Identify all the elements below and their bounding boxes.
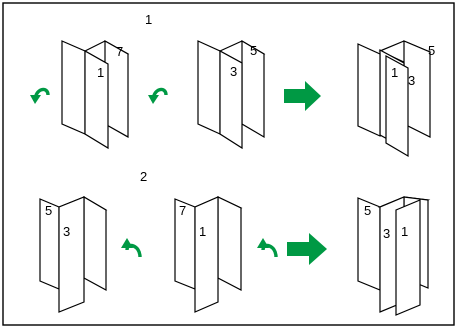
page-number: 5 [364,203,371,218]
booklet-row2-result: 5 3 1 [357,196,431,316]
rotate-arrow-icon [148,87,168,104]
right-arrow-icon [287,233,327,265]
page-number: 5 [428,43,435,58]
page-number: 3 [383,226,390,241]
booklet-row1-a: 7 1 [61,39,130,150]
frame-border [2,2,455,326]
page-number: 5 [250,43,257,58]
page-number: 3 [408,73,415,88]
page-number: 1 [401,224,408,239]
page-number: 1 [199,224,206,239]
right-arrow-icon [284,81,321,111]
booklet-row1-result: 5 1 3 [357,40,435,158]
booklet-row2-a: 5 3 [39,195,108,313]
page-number: 7 [179,203,186,218]
page-number: 3 [230,64,237,79]
page-number: 7 [116,44,123,59]
rotate-back-arrow-icon [257,238,278,258]
step-label-1: 1 [145,12,152,27]
page-number: 3 [63,224,70,239]
rotate-back-arrow-icon [121,238,142,258]
booklet-row2-b: 7 1 [174,196,243,313]
page-number: 1 [391,65,398,80]
step-label-2: 2 [140,169,147,184]
page-number: 5 [45,203,52,218]
booklet-row1-b: 5 3 [197,39,266,150]
rotate-arrow-icon [30,87,50,104]
page-number: 1 [97,65,104,80]
